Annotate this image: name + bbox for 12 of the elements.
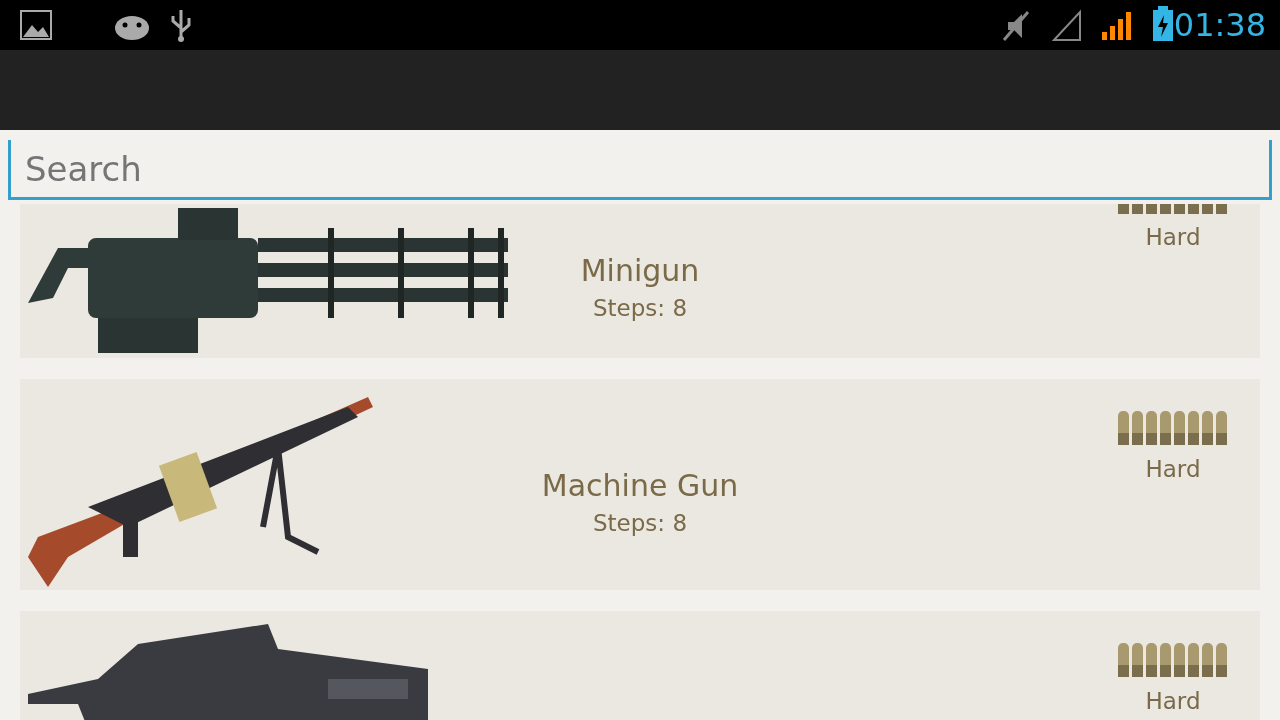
- weapon-name: Machine Gun: [541, 468, 739, 503]
- clock-time: 01:38: [1173, 6, 1266, 44]
- list-item-card: [20, 204, 1260, 358]
- difficulty-label: Hard: [1145, 224, 1201, 250]
- action-bar: [0, 50, 1280, 130]
- search-field: Search: [8, 140, 1272, 200]
- difficulty-label: Hard: [1145, 688, 1201, 714]
- steps-count: Steps: 8: [593, 295, 687, 321]
- list-item-card: [20, 379, 1260, 590]
- weapon-name: Minigun: [580, 253, 700, 288]
- steps-count: Steps: 8: [593, 510, 687, 536]
- difficulty-label: Hard: [1145, 456, 1201, 482]
